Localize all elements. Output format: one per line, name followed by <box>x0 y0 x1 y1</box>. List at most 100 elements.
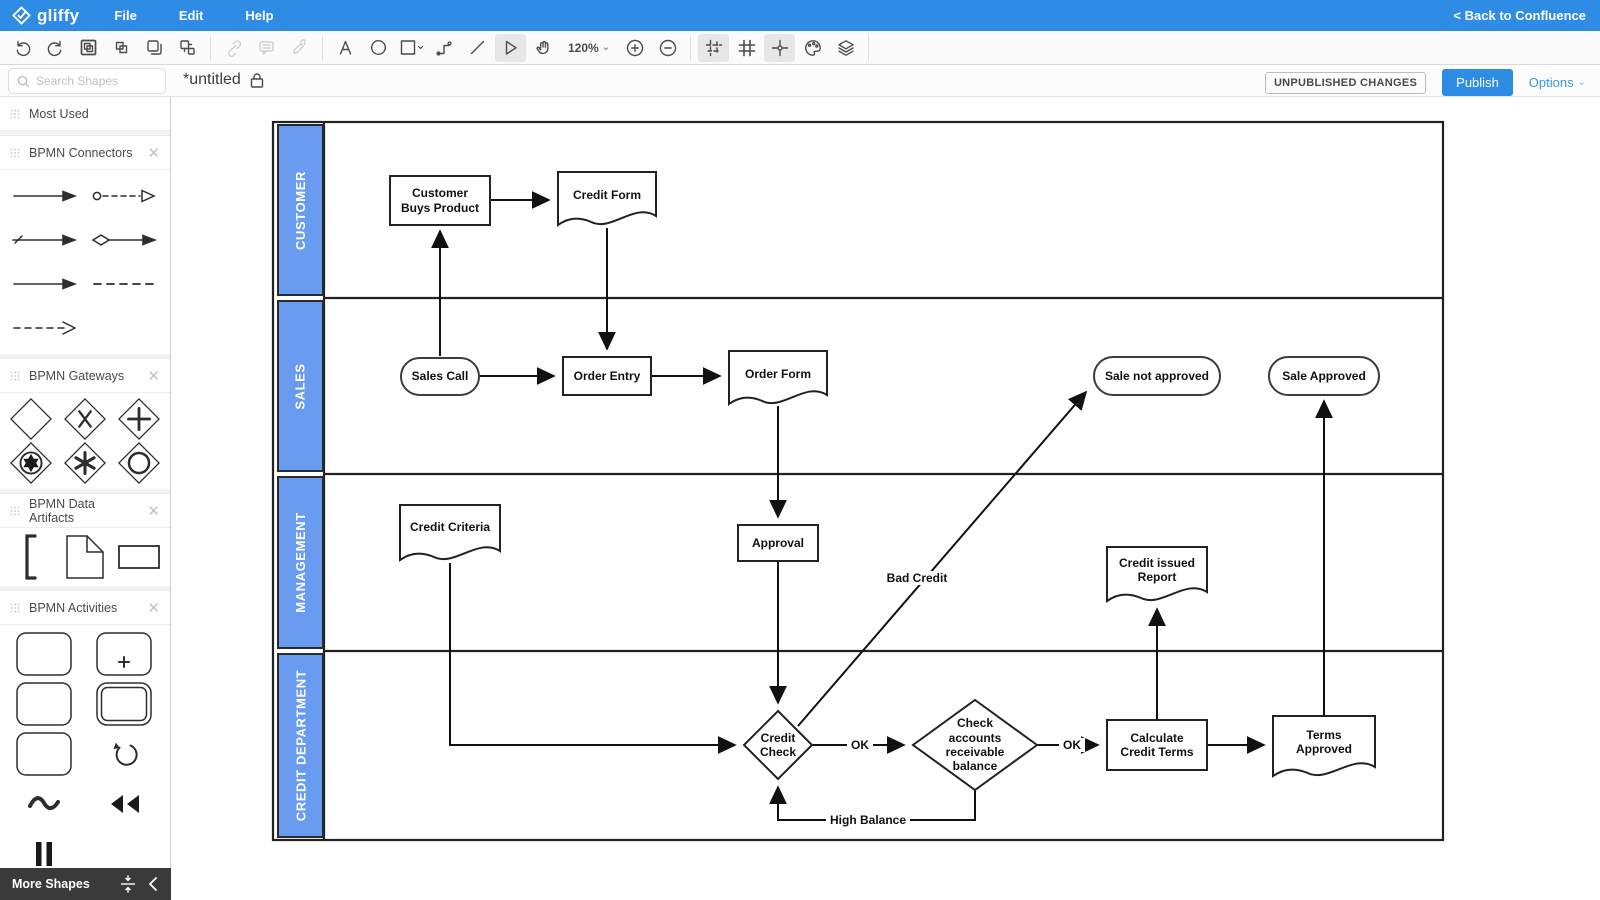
pan-tool-button[interactable] <box>528 34 559 62</box>
shape-empty-slot <box>84 306 164 350</box>
shape-directed-flow[interactable] <box>4 262 84 306</box>
shape-adhoc-marker[interactable] <box>4 779 84 829</box>
shape-parallel-marker[interactable] <box>4 829 84 879</box>
connector-tool-button[interactable] <box>429 34 460 62</box>
node-terms-approved[interactable]: Terms Approved <box>1295 727 1352 756</box>
close-section-icon[interactable]: ✕ <box>147 599 160 617</box>
shape-data-object[interactable] <box>58 532 112 582</box>
shape-complex-gateway[interactable] <box>58 441 112 485</box>
close-section-icon[interactable]: ✕ <box>147 502 160 520</box>
comment-button[interactable] <box>251 34 282 62</box>
section-title: BPMN Activities <box>29 600 118 615</box>
search-input[interactable] <box>36 74 146 88</box>
shape-task[interactable] <box>4 629 84 679</box>
bring-forward-button[interactable] <box>139 34 170 62</box>
node-approval[interactable]: Approval <box>751 535 804 550</box>
sidebar-section-most-used[interactable]: Most Used <box>0 97 170 131</box>
lane-sales[interactable]: SALES <box>277 300 324 472</box>
zoom-level-select[interactable]: 120% ⌄ <box>560 41 618 55</box>
collapse-panel-icon[interactable] <box>119 874 137 894</box>
snap-to-grid-button[interactable] <box>698 33 730 62</box>
guides-button[interactable] <box>764 33 796 62</box>
undo-button[interactable] <box>7 34 38 62</box>
lane-label: MANAGEMENT <box>293 512 309 613</box>
lane-management[interactable]: MANAGEMENT <box>277 476 324 649</box>
node-order-form[interactable]: Order Form <box>744 366 811 381</box>
ellipse-tool-button[interactable] <box>363 34 394 62</box>
shape-search-box[interactable] <box>8 68 166 94</box>
drag-handle-icon <box>10 109 20 118</box>
sidebar-section-bpmn-connectors[interactable]: BPMN Connectors ✕ <box>0 136 170 170</box>
shape-gateway[interactable] <box>4 397 58 441</box>
pointer-tool-button[interactable] <box>495 33 526 62</box>
section-separator <box>0 489 170 494</box>
node-order-entry[interactable]: Order Entry <box>573 368 641 383</box>
gliffy-logo[interactable]: gliffy <box>0 6 93 26</box>
node-credit-form[interactable]: Credit Form <box>572 187 641 202</box>
node-sale-approved[interactable]: Sale Approved <box>1282 368 1366 383</box>
send-backward-button[interactable] <box>172 34 203 62</box>
sidebar-section-bpmn-gateways[interactable]: BPMN Gateways ✕ <box>0 359 170 393</box>
shape-parallel-gateway[interactable] <box>112 397 166 441</box>
node-customer-buys-product[interactable]: Customer Buys Product <box>400 186 479 215</box>
chevron-left-icon[interactable] <box>147 876 159 892</box>
shape-task-plain[interactable] <box>4 679 84 729</box>
shape-exclusive-gateway[interactable] <box>58 397 112 441</box>
more-shapes-bar[interactable]: More Shapes <box>0 868 171 900</box>
menu-file[interactable]: File <box>114 8 137 23</box>
shape-inclusive-gateway[interactable] <box>112 441 166 485</box>
shape-sequence-flow[interactable] <box>4 174 84 218</box>
shape-compensation-marker[interactable] <box>84 779 164 829</box>
close-section-icon[interactable]: ✕ <box>147 144 160 162</box>
lane-customer[interactable]: CUSTOMER <box>277 124 324 296</box>
link-button[interactable] <box>218 34 249 62</box>
back-to-confluence-link[interactable]: < Back to Confluence <box>1453 8 1586 23</box>
grid-button[interactable] <box>731 34 762 62</box>
shape-subprocess[interactable] <box>84 629 164 679</box>
shape-annotation-rect[interactable] <box>112 532 166 582</box>
zoom-out-button[interactable] <box>652 34 683 62</box>
shape-association[interactable] <box>84 262 164 306</box>
connector-shapes-grid <box>0 170 170 354</box>
node-check-accounts-receivable-balance[interactable]: Check accounts receivable balance <box>945 716 1005 774</box>
menu-edit[interactable]: Edit <box>178 8 204 23</box>
node-sales-call[interactable]: Sales Call <box>411 369 469 384</box>
menu-help[interactable]: Help <box>245 8 274 23</box>
sidebar-section-bpmn-activities[interactable]: BPMN Activities ✕ <box>0 591 170 625</box>
node-credit-issued-report[interactable]: Credit issued Report <box>1118 555 1196 584</box>
shape-call-activity[interactable] <box>4 729 84 779</box>
shape-message-flow[interactable] <box>84 174 164 218</box>
brand-name: gliffy <box>37 5 80 25</box>
group-button[interactable] <box>73 34 104 62</box>
eyedropper-button[interactable] <box>284 34 315 62</box>
shape-complex-start-gateway[interactable] <box>4 441 58 485</box>
shape-default-flow[interactable] <box>4 218 84 262</box>
editor-toolbar: 120% ⌄ <box>0 31 1600 65</box>
lane-credit-department[interactable]: CREDIT DEPARTMENT <box>277 653 324 838</box>
close-section-icon[interactable]: ✕ <box>147 367 160 385</box>
rectangle-tool-button[interactable] <box>396 34 427 62</box>
diagram-canvas[interactable]: CUSTOMER SALES MANAGEMENT CREDIT DEPARTM… <box>171 97 1600 900</box>
edge-label-ok: OK <box>847 738 873 752</box>
shape-group-bracket[interactable] <box>4 532 58 582</box>
node-credit-criteria[interactable]: Credit Criteria <box>409 519 491 534</box>
shape-directed-association[interactable] <box>4 306 84 350</box>
options-menu-button[interactable]: Options ⌄ <box>1529 75 1586 90</box>
node-credit-check[interactable]: Credit Check <box>759 730 797 759</box>
publish-button[interactable]: Publish <box>1442 69 1513 96</box>
sidebar-section-bpmn-data-artifacts[interactable]: BPMN Data Artifacts ✕ <box>0 494 170 528</box>
shape-transaction[interactable] <box>84 679 164 729</box>
ungroup-button[interactable] <box>106 34 137 62</box>
lane-label: SALES <box>293 362 308 410</box>
zoom-in-button[interactable] <box>619 34 650 62</box>
line-tool-button[interactable] <box>462 34 493 62</box>
text-tool-button[interactable] <box>330 34 361 62</box>
node-calculate-credit-terms[interactable]: Calculate Credit Terms <box>1120 730 1194 759</box>
options-label: Options <box>1528 75 1574 90</box>
shape-loop-marker[interactable] <box>84 729 164 779</box>
layers-button[interactable] <box>830 34 861 62</box>
theme-button[interactable] <box>797 34 828 62</box>
redo-button[interactable] <box>40 34 71 62</box>
node-sale-not-approved[interactable]: Sale not approved <box>1104 368 1210 383</box>
shape-conditional-flow[interactable] <box>84 218 164 262</box>
